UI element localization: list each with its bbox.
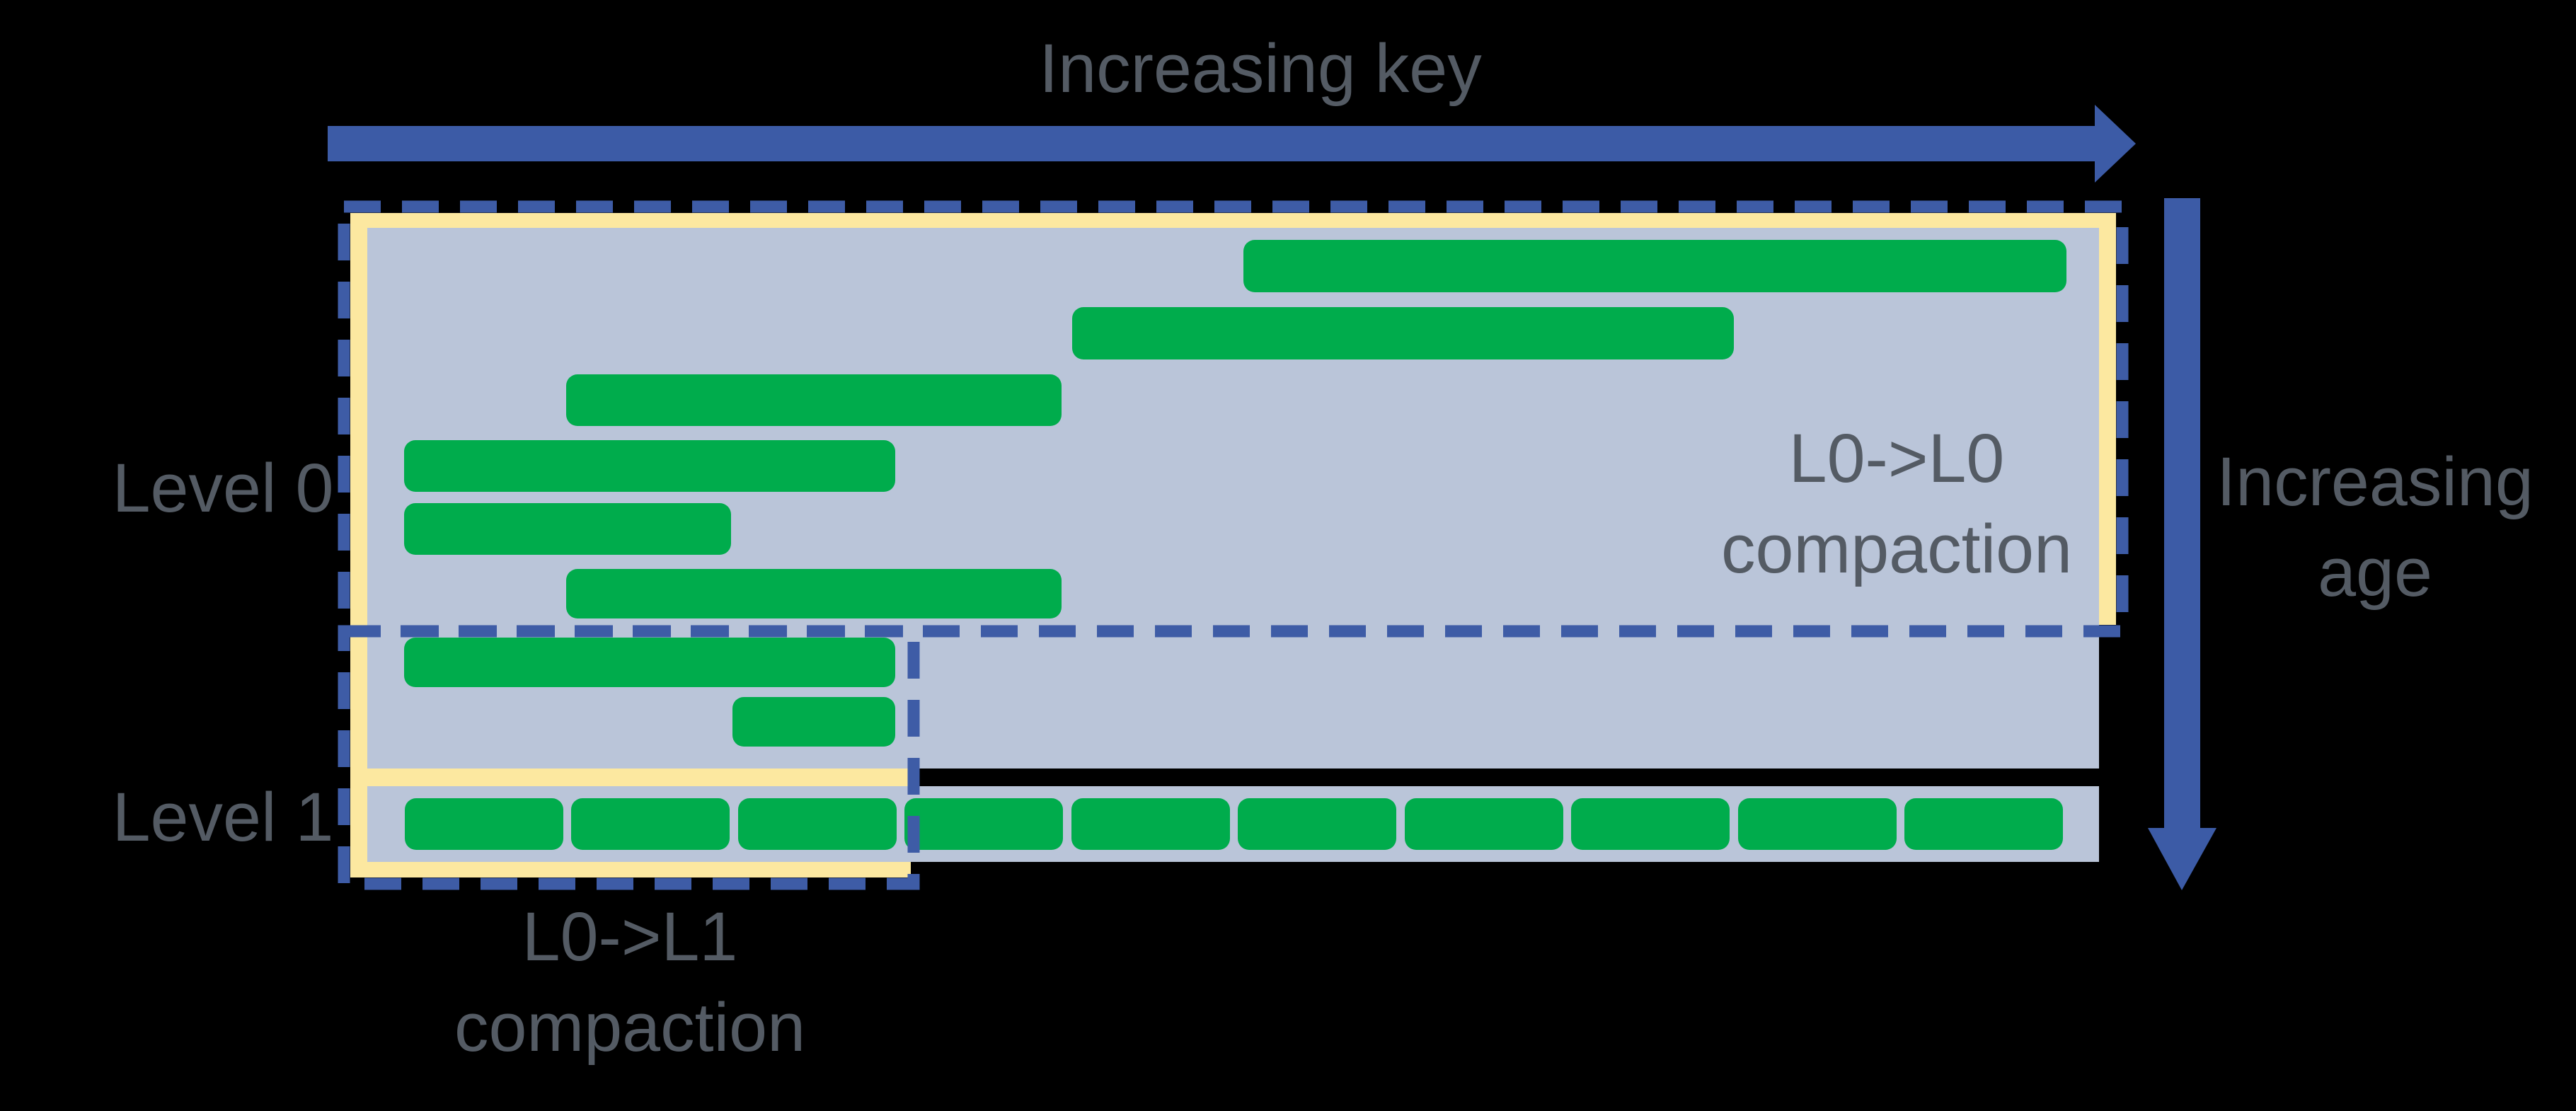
level0-sstable-7 — [404, 638, 895, 687]
level1-sstable-9 — [1738, 798, 1897, 850]
increasing-age-label: Increasing age — [2216, 442, 2534, 611]
increasing-age-arrow-shaft — [2164, 198, 2200, 828]
level1-sstable-3 — [738, 798, 897, 850]
increasing-key-arrowhead-icon — [2095, 105, 2136, 183]
level1-label: Level 1 — [112, 778, 334, 856]
level0-sstable-5 — [404, 503, 731, 555]
l0-l1-compaction-label: L0->L1 compaction — [454, 897, 806, 1066]
level0-sstable-2 — [1072, 307, 1734, 359]
increasing-age-arrowhead-icon — [2148, 828, 2216, 890]
level0-sstable-1 — [1243, 240, 2066, 292]
level1-sstable-6 — [1238, 798, 1396, 850]
level0-sstable-6 — [566, 569, 1062, 618]
level1-sstable-5 — [1071, 798, 1230, 850]
l0-l0-compaction-border — [338, 200, 2129, 638]
level1-sstable-10 — [1904, 798, 2063, 850]
l0-l1-compaction-border — [338, 625, 920, 890]
level1-sstable-2 — [571, 798, 730, 850]
level0-sstable-3 — [566, 374, 1062, 426]
increasing-key-label: Increasing key — [1039, 29, 1482, 107]
level0-label: Level 0 — [112, 449, 334, 526]
level0-sstable-8 — [732, 697, 895, 747]
level1-sstable-7 — [1405, 798, 1563, 850]
increasing-key-arrow-shaft — [328, 126, 2095, 161]
l0-l0-compaction-label: L0->L0 compaction — [1720, 419, 2073, 587]
level1-sstable-8 — [1571, 798, 1730, 850]
level1-sstable-1 — [405, 798, 563, 850]
level0-sstable-4 — [404, 440, 895, 492]
level1-sstable-4 — [904, 798, 1063, 850]
